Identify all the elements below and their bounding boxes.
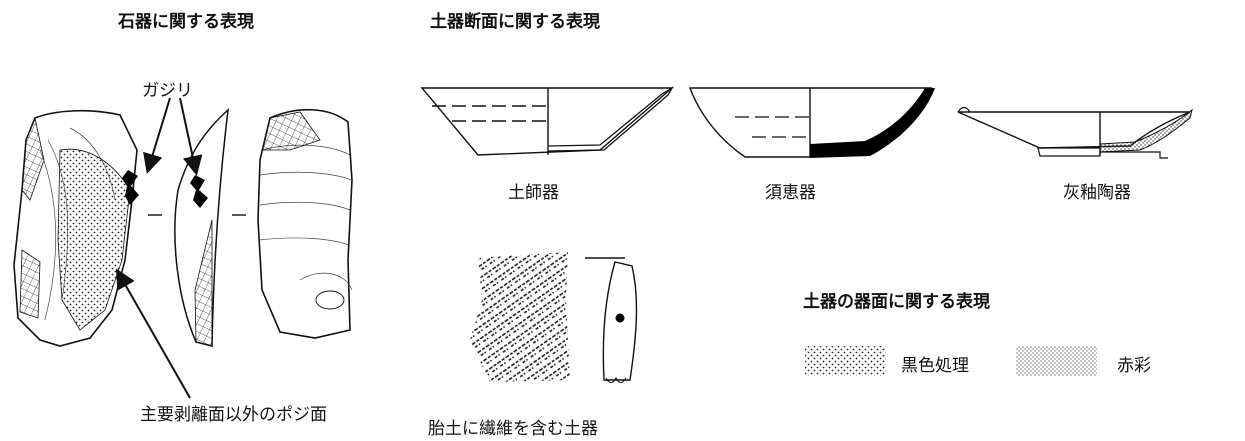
gajiri-arrow-right xyxy=(179,97,203,176)
sueki-section-drawing xyxy=(688,87,935,158)
legend-red-paint-swatch xyxy=(1016,346,1097,376)
stone-tools-heading: 石器に関する表現 xyxy=(118,12,254,32)
stone-tool-right-view xyxy=(257,108,353,339)
stone-tool-left-view xyxy=(13,109,162,347)
kaiyu-toki-section-drawing xyxy=(957,106,1193,159)
gajiri-arrow-left xyxy=(143,97,171,174)
hajiki-section-drawing xyxy=(420,86,674,156)
gajiri-label: ガジリ xyxy=(142,81,193,101)
fiber-pottery-drawing xyxy=(470,252,638,383)
pottery-section-heading: 土器断面に関する表現 xyxy=(430,12,600,32)
positive-face-arrow xyxy=(116,268,191,399)
kaiyu-toki-label: 灰釉陶器 xyxy=(1063,183,1131,203)
fiber-pottery-label: 胎土に繊維を含む土器 xyxy=(428,419,598,439)
stone-tool-side-view xyxy=(174,108,246,347)
legend-black-treatment-label: 黒色処理 xyxy=(901,356,969,376)
legend-black-treatment-swatch xyxy=(805,346,886,376)
positive-face-label: 主要剥離面以外のポジ面 xyxy=(140,405,327,425)
sueki-label: 須恵器 xyxy=(765,183,816,203)
legend-red-paint-label: 赤彩 xyxy=(1117,356,1151,376)
hajiki-label: 土師器 xyxy=(508,183,559,203)
surface-expression-heading: 土器の器面に関する表現 xyxy=(803,292,990,312)
